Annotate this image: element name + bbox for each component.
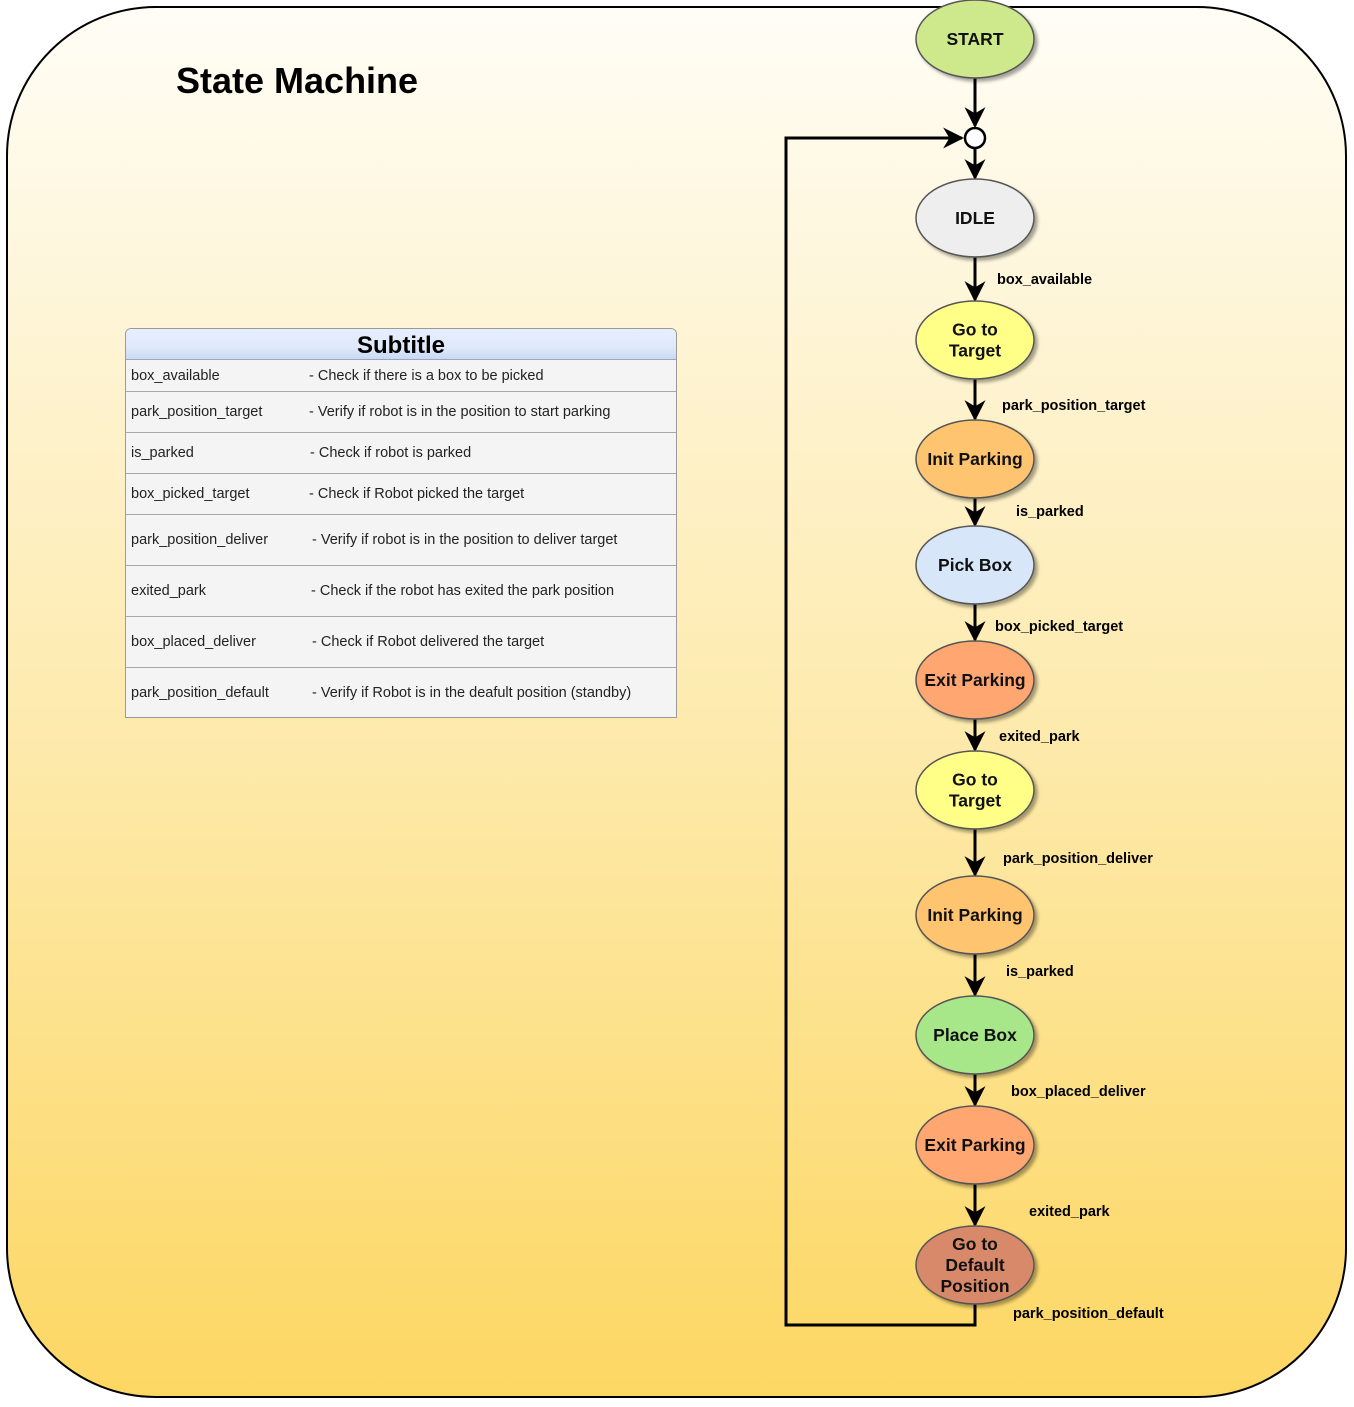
legend-key: park_position_deliver [131, 532, 269, 548]
legend-key: exited_park [131, 583, 206, 599]
legend-description: - Verify if Robot is in the deafult posi… [312, 685, 632, 701]
transition-label: park_position_default [1013, 1306, 1164, 1322]
state-place-box: Place Box [915, 995, 1035, 1075]
state-label: Target [949, 341, 1001, 361]
state-init-parking-2: Init Parking [915, 875, 1035, 955]
legend-key: is_parked [131, 445, 194, 461]
state-label: Default [945, 1255, 1004, 1275]
state-ellipse [915, 875, 1035, 955]
legend-description: - Check if robot is parked [310, 445, 472, 461]
legend-key: park_position_default [131, 685, 269, 701]
state-label: IDLE [955, 208, 995, 228]
state-label: Exit Parking [924, 670, 1025, 690]
state-ellipse [915, 419, 1035, 499]
legend-table: Subtitle box_available - Check if there i… [125, 328, 677, 718]
transition-label: box_placed_deliver [1011, 1084, 1146, 1100]
transition-label: park_position_deliver [1003, 851, 1153, 867]
legend-description: - Check if Robot picked the target [309, 486, 525, 502]
state-label: Target [949, 791, 1001, 811]
state-label: Go to [952, 320, 998, 340]
legend-row: park_position_deliver - Verify if robot i… [126, 515, 676, 566]
state-exit-parking-1: Exit Parking [915, 640, 1035, 720]
page-title: State Machine [176, 60, 419, 101]
state-label: Pick Box [938, 555, 1012, 575]
transition-label: park_position_target [1002, 398, 1146, 414]
legend-row: is_parked - Check if robot is parked [126, 433, 676, 474]
state-ellipse [915, 0, 1035, 79]
state-ellipse [915, 300, 1035, 380]
state-ellipse [915, 525, 1035, 605]
state-label: START [946, 29, 1003, 49]
state-label: Go to [952, 1234, 998, 1254]
legend-key: box_placed_deliver [131, 634, 256, 650]
legend-description: - Verify if robot is in the position to … [309, 404, 611, 420]
legend-row: box_placed_deliver - Check if Robot deliv… [126, 617, 676, 668]
legend-row: box_available - Check if there is a box t… [126, 360, 676, 392]
edge-loop-back [784, 127, 977, 1327]
transition-label: exited_park [1029, 1204, 1111, 1220]
transition-label: box_available [997, 272, 1092, 288]
transition-label: box_picked_target [995, 619, 1123, 635]
legend-row: park_position_target - Verify if robot is… [126, 392, 676, 433]
state-exit-parking-2: Exit Parking [915, 1105, 1035, 1185]
state-idle: IDLE [915, 178, 1035, 258]
state-start: START [915, 0, 1035, 79]
state-ellipse [915, 640, 1035, 720]
legend-row: box_picked_target - Check if Robot picked… [126, 474, 676, 515]
transition-edges [784, 78, 986, 1327]
state-label: Init Parking [927, 905, 1022, 925]
legend-key: box_picked_target [131, 486, 250, 502]
legend-rows: box_available - Check if there is a box t… [126, 360, 676, 717]
legend-key: box_available [131, 368, 220, 384]
state-init-parking-1: Init Parking [915, 419, 1035, 499]
junction-node [963, 126, 987, 150]
state-label: Exit Parking [924, 1135, 1025, 1155]
legend-description: - Check if the robot has exited the park… [311, 583, 615, 599]
legend-description: - Verify if robot is in the position to … [312, 532, 618, 548]
state-ellipse [915, 178, 1035, 258]
transition-labels: box_available park_position_target is_park… [995, 272, 1164, 1322]
transition-label: is_parked [1006, 964, 1074, 980]
legend-row: park_position_default - Verify if Robot i… [126, 668, 676, 717]
state-label: Place Box [933, 1025, 1017, 1045]
state-pick-box: Pick Box [915, 525, 1035, 605]
legend-row: exited_park - Check if the robot has exit… [126, 566, 676, 617]
state-label: Init Parking [927, 449, 1022, 469]
state-label: Position [940, 1276, 1009, 1296]
state-ellipse [915, 750, 1035, 830]
legend-title: Subtitle [126, 329, 676, 360]
legend-description: - Check if Robot delivered the target [312, 634, 545, 650]
state-ellipse [915, 1105, 1035, 1185]
state-ellipse [915, 995, 1035, 1075]
transition-label: exited_park [999, 729, 1081, 745]
transition-label: is_parked [1016, 504, 1084, 520]
legend-description: - Check if there is a box to be picked [309, 368, 544, 384]
state-ellipse [915, 1225, 1035, 1305]
legend-key: park_position_target [131, 404, 263, 420]
state-label: Go to [952, 770, 998, 790]
